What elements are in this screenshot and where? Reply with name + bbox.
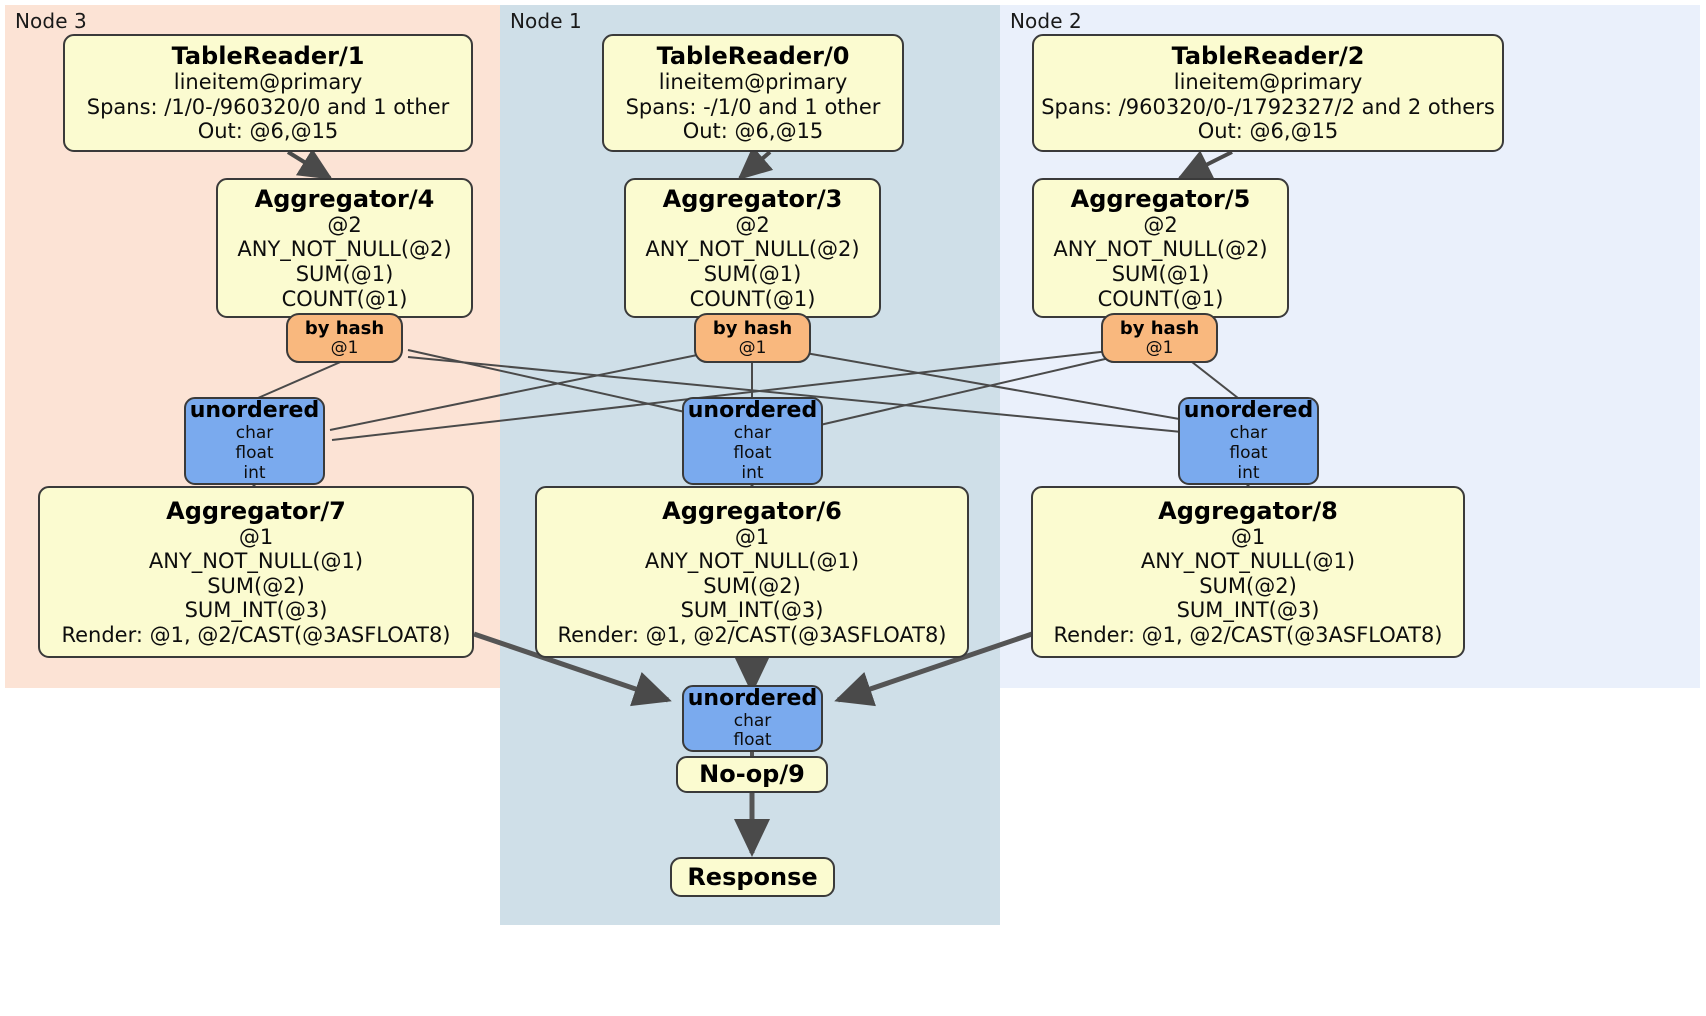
table-reader-1-title: TableReader/1 bbox=[171, 42, 365, 71]
table-reader-2-spans: Spans: /960320/0-/1792327/2 and 2 others bbox=[1041, 94, 1495, 119]
unordered-sync-6-type-3: int bbox=[741, 462, 764, 483]
table-reader-2-title: TableReader/2 bbox=[1171, 42, 1365, 71]
unordered-sync-8-type-1: char bbox=[1229, 423, 1268, 444]
aggregator-8-func-2: SUM(@2) bbox=[1199, 573, 1297, 598]
unordered-sync-7-type-3: int bbox=[243, 462, 266, 483]
aggregator-3-func-1: ANY_NOT_NULL(@2) bbox=[645, 237, 860, 262]
table-reader-0-table: lineitem@primary bbox=[658, 70, 848, 95]
aggregator-5-func-2: SUM(@1) bbox=[1111, 262, 1210, 287]
hash-router-3[interactable]: by hash @1 bbox=[694, 313, 811, 363]
unordered-sync-7[interactable]: unordered char float int bbox=[184, 397, 325, 485]
hash-router-4-column: @1 bbox=[330, 337, 359, 358]
aggregator-4-func-3: COUNT(@1) bbox=[281, 286, 408, 311]
response-node[interactable]: Response bbox=[670, 857, 835, 897]
hash-router-5-title: by hash bbox=[1119, 317, 1200, 339]
no-op-9[interactable]: No-op/9 bbox=[676, 756, 828, 793]
aggregator-7-group: @1 bbox=[238, 524, 274, 549]
aggregator-4[interactable]: Aggregator/4 @2 ANY_NOT_NULL(@2) SUM(@1)… bbox=[216, 178, 473, 318]
hash-router-4[interactable]: by hash @1 bbox=[286, 313, 403, 363]
unordered-sync-8-type-3: int bbox=[1237, 462, 1260, 483]
unordered-sync-7-title: unordered bbox=[189, 398, 320, 424]
aggregator-7-func-2: SUM(@2) bbox=[207, 573, 305, 598]
aggregator-7[interactable]: Aggregator/7 @1 ANY_NOT_NULL(@1) SUM(@2)… bbox=[38, 486, 474, 658]
aggregator-3-func-3: COUNT(@1) bbox=[689, 286, 816, 311]
table-reader-2[interactable]: TableReader/2 lineitem@primary Spans: /9… bbox=[1032, 34, 1504, 152]
aggregator-6[interactable]: Aggregator/6 @1 ANY_NOT_NULL(@1) SUM(@2)… bbox=[535, 486, 969, 658]
table-reader-1-spans: Spans: /1/0-/960320/0 and 1 other bbox=[86, 94, 450, 119]
unordered-sync-7-type-2: float bbox=[235, 442, 274, 463]
aggregator-4-title: Aggregator/4 bbox=[254, 184, 435, 213]
aggregator-6-group: @1 bbox=[734, 524, 770, 549]
hash-router-3-column: @1 bbox=[738, 337, 767, 358]
aggregator-5-group: @2 bbox=[1143, 212, 1178, 237]
unordered-sync-6[interactable]: unordered char float int bbox=[682, 397, 823, 485]
hash-router-5[interactable]: by hash @1 bbox=[1101, 313, 1218, 363]
aggregator-6-title: Aggregator/6 bbox=[662, 496, 842, 525]
aggregator-8-func-3: SUM_INT(@3) bbox=[1176, 598, 1320, 623]
table-reader-2-table: lineitem@primary bbox=[1173, 70, 1363, 95]
table-reader-0-spans: Spans: -/1/0 and 1 other bbox=[625, 94, 881, 119]
table-reader-1-out: Out: @6,@15 bbox=[197, 119, 339, 144]
aggregator-6-func-3: SUM_INT(@3) bbox=[680, 598, 824, 623]
unordered-sync-9-type-2: float bbox=[733, 730, 772, 751]
aggregator-3-func-2: SUM(@1) bbox=[703, 262, 802, 287]
aggregator-8-group: @1 bbox=[1230, 524, 1266, 549]
table-reader-0[interactable]: TableReader/0 lineitem@primary Spans: -/… bbox=[602, 34, 904, 152]
unordered-sync-9[interactable]: unordered char float bbox=[682, 685, 823, 752]
unordered-sync-9-title: unordered bbox=[687, 685, 818, 711]
aggregator-4-group: @2 bbox=[327, 212, 362, 237]
table-reader-2-out: Out: @6,@15 bbox=[1197, 119, 1339, 144]
aggregator-7-func-1: ANY_NOT_NULL(@1) bbox=[148, 549, 364, 574]
aggregator-8-func-1: ANY_NOT_NULL(@1) bbox=[1140, 549, 1356, 574]
node-panel-label-node1: Node 1 bbox=[510, 9, 582, 33]
aggregator-6-func-2: SUM(@2) bbox=[703, 573, 801, 598]
response-title: Response bbox=[687, 862, 818, 891]
aggregator-3-group: @2 bbox=[735, 212, 770, 237]
aggregator-5-title: Aggregator/5 bbox=[1070, 184, 1251, 213]
aggregator-6-func-1: ANY_NOT_NULL(@1) bbox=[644, 549, 860, 574]
node-panel-label-node3: Node 3 bbox=[15, 9, 87, 33]
hash-router-4-title: by hash bbox=[304, 317, 385, 339]
aggregator-4-func-1: ANY_NOT_NULL(@2) bbox=[237, 237, 452, 262]
table-reader-0-out: Out: @6,@15 bbox=[682, 119, 824, 144]
unordered-sync-7-type-1: char bbox=[235, 423, 274, 444]
unordered-sync-6-title: unordered bbox=[687, 398, 818, 424]
aggregator-5-func-3: COUNT(@1) bbox=[1097, 286, 1224, 311]
unordered-sync-8-type-2: float bbox=[1229, 442, 1268, 463]
no-op-9-title: No-op/9 bbox=[699, 760, 805, 789]
hash-router-3-title: by hash bbox=[712, 317, 793, 339]
unordered-sync-8-title: unordered bbox=[1183, 398, 1314, 424]
aggregator-4-func-2: SUM(@1) bbox=[295, 262, 394, 287]
aggregator-7-render: Render: @1, @2/CAST(@3ASFLOAT8) bbox=[61, 622, 451, 647]
table-reader-1[interactable]: TableReader/1 lineitem@primary Spans: /1… bbox=[63, 34, 473, 152]
unordered-sync-6-type-1: char bbox=[733, 423, 772, 444]
unordered-sync-8[interactable]: unordered char float int bbox=[1178, 397, 1319, 485]
aggregator-3-title: Aggregator/3 bbox=[662, 184, 843, 213]
aggregator-8[interactable]: Aggregator/8 @1 ANY_NOT_NULL(@1) SUM(@2)… bbox=[1031, 486, 1465, 658]
aggregator-6-render: Render: @1, @2/CAST(@3ASFLOAT8) bbox=[557, 622, 947, 647]
hash-router-5-column: @1 bbox=[1145, 337, 1174, 358]
unordered-sync-6-type-2: float bbox=[733, 442, 772, 463]
node-panel-label-node2: Node 2 bbox=[1010, 9, 1082, 33]
aggregator-8-title: Aggregator/8 bbox=[1158, 496, 1338, 525]
aggregator-3[interactable]: Aggregator/3 @2 ANY_NOT_NULL(@2) SUM(@1)… bbox=[624, 178, 881, 318]
aggregator-8-render: Render: @1, @2/CAST(@3ASFLOAT8) bbox=[1053, 622, 1443, 647]
table-reader-1-table: lineitem@primary bbox=[173, 70, 363, 95]
unordered-sync-9-type-1: char bbox=[733, 710, 772, 731]
aggregator-7-func-3: SUM_INT(@3) bbox=[184, 598, 328, 623]
aggregator-7-title: Aggregator/7 bbox=[166, 496, 346, 525]
aggregator-5[interactable]: Aggregator/5 @2 ANY_NOT_NULL(@2) SUM(@1)… bbox=[1032, 178, 1289, 318]
table-reader-0-title: TableReader/0 bbox=[656, 42, 850, 71]
aggregator-5-func-1: ANY_NOT_NULL(@2) bbox=[1053, 237, 1268, 262]
